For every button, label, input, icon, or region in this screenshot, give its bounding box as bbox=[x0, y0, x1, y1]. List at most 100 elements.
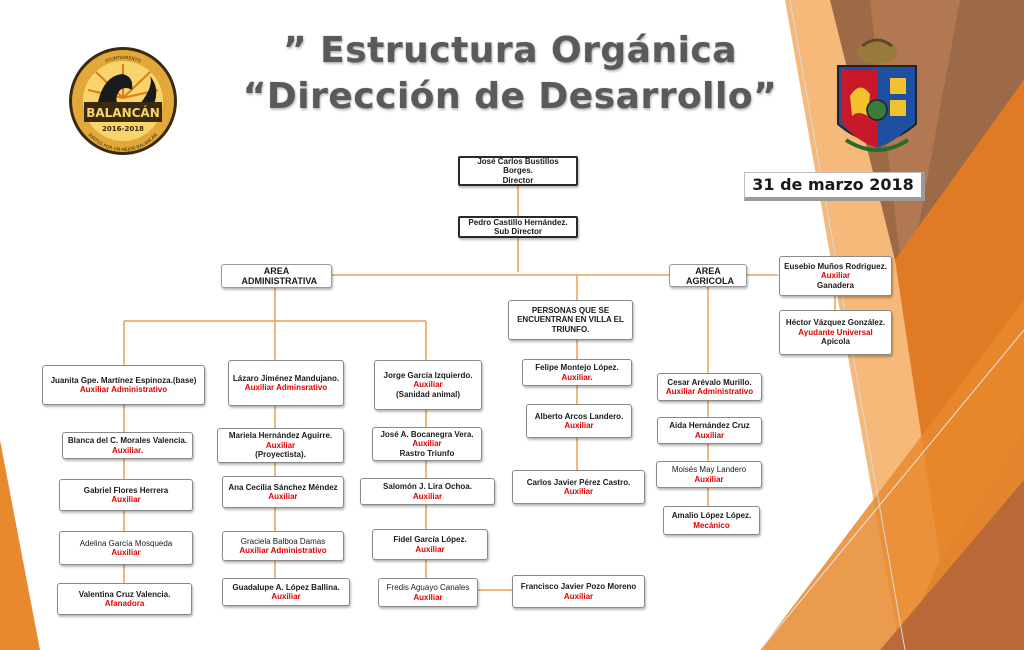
node-name: Juanita Gpe. Martínez Espinoza.(base) bbox=[50, 375, 197, 385]
node-name: Alberto Arcos Landero. bbox=[534, 411, 624, 421]
node-role: Sub Director bbox=[493, 227, 542, 236]
node-role: Afanadora bbox=[104, 599, 145, 608]
org-node: Felipe Montejo López. Auxiliar. bbox=[522, 359, 632, 386]
node-role: Auxiliar bbox=[265, 440, 296, 450]
node-name: Ana Cecilia Sánchez Méndez bbox=[228, 482, 338, 492]
node-name: Pedro Castillo Hernández. bbox=[468, 217, 568, 227]
node-role: Auxiliar bbox=[268, 492, 298, 501]
org-node-area-agricola: AREA AGRICOLA bbox=[669, 264, 747, 287]
node-extra: Ganadera bbox=[817, 280, 854, 290]
node-role: Auxiliar bbox=[413, 380, 443, 390]
date-badge: 31 de marzo 2018 bbox=[744, 172, 925, 201]
node-role: Auxiliar bbox=[111, 548, 141, 557]
node-role: Auxiliar Administrativo bbox=[79, 385, 168, 394]
node-name: Adelina García Mosqueda bbox=[79, 538, 173, 548]
node-name: Fidel García López. bbox=[393, 535, 467, 544]
node-name: Aida Hernández Cruz bbox=[669, 421, 750, 430]
org-node-personas-villa: PERSONAS QUE SE ENCUENTRAN EN VILLA EL T… bbox=[508, 300, 633, 340]
node-name: Moisés May Landero bbox=[671, 465, 747, 474]
org-node: Salomón J. Lira Ochoa. Auxiliar bbox=[360, 478, 495, 505]
coat-of-arms-logo bbox=[837, 38, 917, 152]
node-extra: (Proyectista). bbox=[255, 450, 306, 460]
node-role: Auxiliar bbox=[412, 439, 442, 449]
node-name: Felipe Montejo López. bbox=[535, 363, 619, 372]
org-node: Fidel García López. Auxiliar bbox=[372, 529, 488, 560]
node-name: Guadalupe A. López Ballina. bbox=[232, 582, 340, 592]
node-role: Mecánico bbox=[693, 520, 730, 530]
org-node: Alberto Arcos Landero. Auxiliar bbox=[526, 404, 632, 438]
org-node-director: José Carlos Bustillos Borges. Director bbox=[458, 156, 578, 186]
svg-text:AYUNTAMIENTO: AYUNTAMIENTO bbox=[104, 55, 142, 65]
node-role: Auxiliar bbox=[694, 474, 724, 484]
org-node-subdirector: Pedro Castillo Hernández. Sub Director bbox=[458, 216, 578, 238]
node-title: AREA ADMINISTRATIVA bbox=[241, 266, 318, 286]
node-name: Graciela Balboa Damas bbox=[240, 536, 326, 546]
node-name: Salomón J. Lira Ochoa. bbox=[383, 482, 472, 491]
org-node: Aida Hernández Cruz Auxiliar bbox=[657, 417, 762, 444]
org-node: Francisco Javier Pozo Moreno Auxiliar bbox=[512, 575, 645, 608]
node-role: Ayudante Universal bbox=[798, 327, 873, 337]
node-name: Lázaro Jiménez Mandujano. bbox=[232, 373, 340, 383]
logo-top-text: AYUNTAMIENTO bbox=[104, 55, 142, 65]
org-node: Amalio López López. Mecánico bbox=[663, 506, 760, 535]
org-node: Gabriel Flores Herrera Auxiliar bbox=[59, 479, 193, 511]
node-name: Gabriel Flores Herrera bbox=[83, 485, 169, 495]
org-node-apicola: Héctor Vázquez González. Ayudante Univer… bbox=[779, 310, 892, 355]
node-title: PERSONAS QUE SE ENCUENTRAN EN VILLA EL T… bbox=[517, 305, 624, 334]
node-name: Francisco Javier Pozo Moreno bbox=[520, 582, 637, 591]
org-node: Blanca del C. Morales Valencia. Auxiliar… bbox=[62, 432, 193, 459]
org-node: Moisés May Landero Auxiliar bbox=[656, 461, 762, 488]
node-role: Auxiliar. bbox=[561, 372, 593, 382]
org-node: Jorge García Izquierdo. Auxiliar (Sanida… bbox=[374, 360, 482, 410]
org-node-area-administrativa: AREA ADMINISTRATIVA bbox=[221, 264, 332, 288]
org-node: Ana Cecilia Sánchez Méndez Auxiliar bbox=[222, 476, 344, 508]
org-node: Cesar Arévalo Murillo. Auxiliar Administ… bbox=[657, 373, 762, 401]
node-role: Director bbox=[502, 175, 534, 185]
node-role: Auxiliar Administrativo bbox=[665, 387, 754, 396]
page-title: ” Estructura Orgánica “Dirección de Desa… bbox=[230, 28, 790, 120]
node-name: Blanca del C. Morales Valencia. bbox=[67, 436, 188, 445]
node-role: Auxiliar. bbox=[111, 445, 144, 455]
node-name: Carlos Javier Pérez Castro. bbox=[526, 477, 631, 487]
node-role: Auxiliar bbox=[111, 495, 141, 504]
node-name: José A. Bocanegra Vera. bbox=[380, 429, 474, 439]
node-role: Auxiliar bbox=[563, 487, 594, 496]
node-role: Auxiliar bbox=[563, 591, 594, 601]
node-role: Auxiliar bbox=[415, 544, 445, 554]
balancan-logo: BALANCÁN 2016-2018 AYUNTAMIENTO JUNTOS P… bbox=[69, 47, 177, 155]
node-name: Valentina Cruz Valencia. bbox=[78, 589, 171, 599]
org-node: Guadalupe A. López Ballina. Auxiliar bbox=[222, 578, 350, 606]
org-node: Juanita Gpe. Martínez Espinoza.(base) Au… bbox=[42, 365, 205, 405]
org-node: Carlos Javier Pérez Castro. Auxiliar bbox=[512, 470, 645, 504]
node-name: Jorge García Izquierdo. bbox=[383, 370, 473, 380]
org-node: Fredis Aguayo Canales Auxiliar bbox=[378, 578, 478, 607]
node-extra: (Sanidad animal) bbox=[395, 389, 460, 399]
node-name: Héctor Vázquez González. bbox=[785, 318, 886, 328]
org-node: Mariela Hernández Aguirre. Auxiliar (Pro… bbox=[217, 428, 344, 463]
org-node: Valentina Cruz Valencia. Afanadora bbox=[57, 583, 192, 615]
node-name: Fredis Aguayo Canales bbox=[386, 583, 470, 592]
node-role: Auxiliar bbox=[412, 491, 443, 501]
node-role: Auxiliar bbox=[413, 592, 443, 602]
node-role: Auxiliar Administrativo bbox=[239, 546, 327, 555]
node-title: AREA AGRICOLA bbox=[686, 265, 734, 286]
org-node: José A. Bocanegra Vera. Auxiliar Rastro … bbox=[372, 427, 482, 461]
node-name: Mariela Hernández Aguirre. bbox=[228, 431, 333, 441]
org-node: Adelina García Mosqueda Auxiliar bbox=[59, 531, 193, 565]
node-role: Auxiliar bbox=[271, 592, 301, 601]
node-role: Auxiliar bbox=[564, 421, 594, 430]
node-name: Eusebio Muños Rodriguez. bbox=[784, 261, 887, 271]
org-node-ganadera: Eusebio Muños Rodriguez. Auxiliar Ganade… bbox=[779, 256, 892, 296]
org-node: Graciela Balboa Damas Auxiliar Administr… bbox=[222, 531, 344, 561]
node-role: Auxiliar Adminsrativo bbox=[244, 383, 328, 392]
node-name: Cesar Arévalo Murillo. bbox=[667, 377, 752, 387]
title-line-2: “Dirección de Desarrollo” bbox=[242, 76, 778, 117]
node-name: José Carlos Bustillos Borges. bbox=[477, 156, 559, 176]
node-extra: Apicola bbox=[821, 337, 850, 347]
node-role: Auxiliar bbox=[694, 430, 725, 440]
logo-name: BALANCÁN bbox=[86, 105, 160, 120]
node-role: Auxiliar bbox=[820, 271, 851, 281]
title-line-1: ” Estructura Orgánica bbox=[282, 30, 738, 71]
org-node: Lázaro Jiménez Mandujano. Auxiliar Admin… bbox=[228, 360, 344, 406]
